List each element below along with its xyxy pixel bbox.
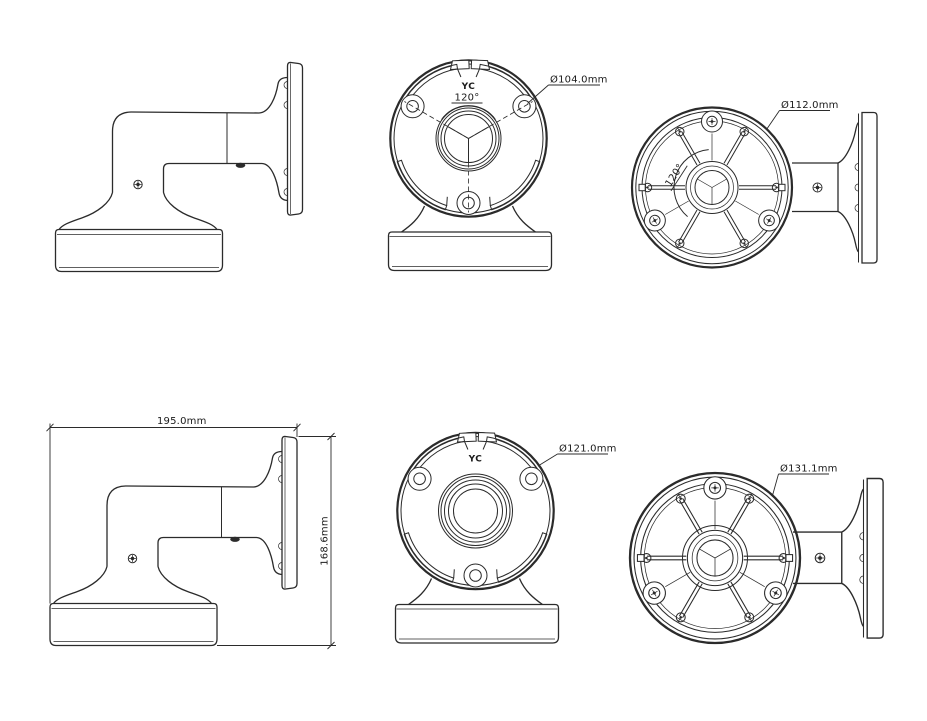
angle-arc: [673, 149, 709, 217]
width-dimension: 195.0mm: [46, 416, 301, 604]
view-bottom-bottom: Ø131.1mm: [630, 463, 884, 644]
center-hole-rings: [438, 473, 513, 549]
diameter-label: Ø121.0mm: [559, 443, 617, 455]
diameter-label: Ø104.0mm: [550, 74, 608, 86]
view-front-bottom: Ø121.0mm: [394, 431, 617, 645]
diameter-callout-121: Ø121.0mm: [537, 443, 617, 467]
diameter-callout-131: Ø131.1mm: [772, 463, 838, 496]
view-side-dimensioned: 195.0mm 168.6mm: [46, 416, 336, 650]
view-front-top: 120° Ø104.0mm: [387, 58, 608, 272]
view-bottom-top: 120° Ø112.0mm: [632, 99, 878, 268]
height-dimension: 168.6mm: [217, 432, 336, 650]
angle-arc: [441, 105, 496, 120]
view-side-top-left: [54, 61, 304, 273]
diameter-label: Ø112.0mm: [781, 99, 839, 111]
angle-label: 120°: [455, 93, 480, 104]
height-label: 168.6mm: [320, 516, 331, 566]
diameter-label: Ø131.1mm: [780, 463, 838, 475]
diameter-callout-104: Ø104.0mm: [527, 74, 608, 104]
angle-callout: 120°: [664, 162, 688, 192]
width-label: 195.0mm: [157, 416, 207, 427]
center-y-lines: [447, 126, 490, 162]
diameter-callout-112: Ø112.0mm: [766, 99, 839, 130]
